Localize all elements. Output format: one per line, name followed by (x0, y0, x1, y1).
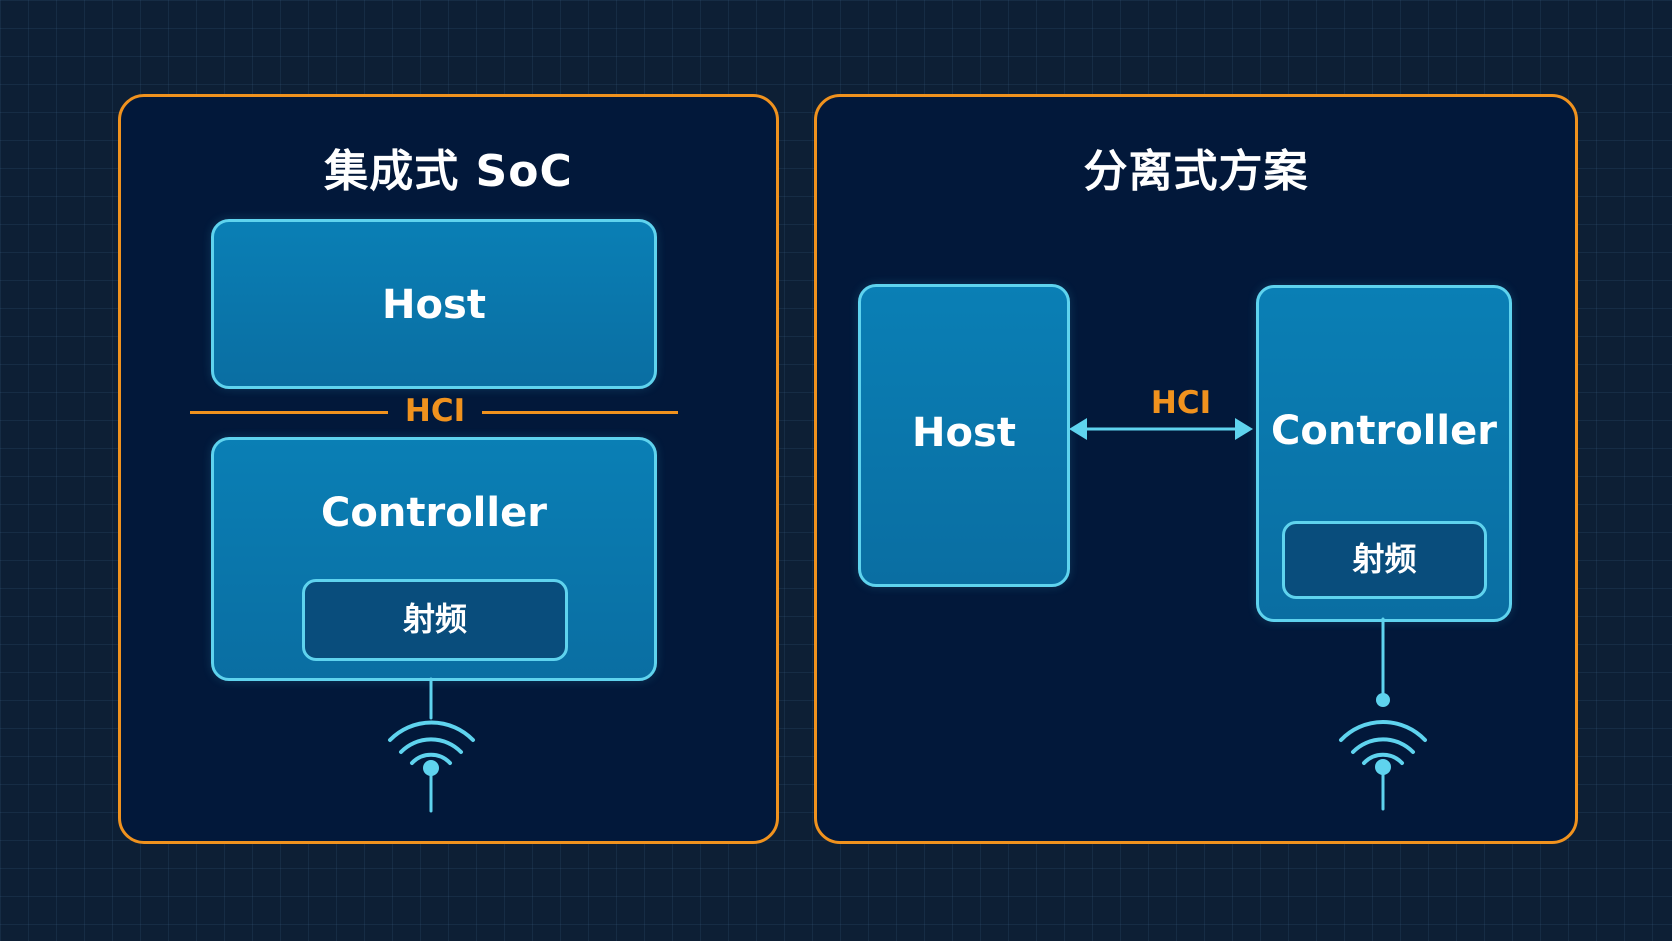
panel-title: 集成式 SoC (324, 146, 573, 197)
hci-line-left (190, 411, 388, 414)
host-block: Host (858, 284, 1070, 587)
panel-title: 分离式方案 (1083, 146, 1309, 197)
controller-block: Controller 射频 (211, 437, 657, 681)
controller-label: Controller (1271, 408, 1497, 454)
integrated-soc-panel: 集成式 SoC Host HCI Controller 射频 (118, 94, 779, 844)
controller-block: Controller 射频 (1256, 285, 1512, 622)
hci-label: HCI (1150, 385, 1212, 421)
host-label: Host (912, 410, 1016, 456)
host-label: Host (382, 282, 486, 328)
discrete-solution-panel: 分离式方案 Host HCI Controller 射频 (814, 94, 1578, 844)
hci-label: HCI (404, 393, 466, 429)
rf-block: 射频 (1282, 521, 1487, 599)
host-block: Host (211, 219, 657, 389)
rf-block: 射频 (302, 579, 568, 661)
controller-label: Controller (321, 490, 547, 536)
hci-line-right (482, 411, 678, 414)
